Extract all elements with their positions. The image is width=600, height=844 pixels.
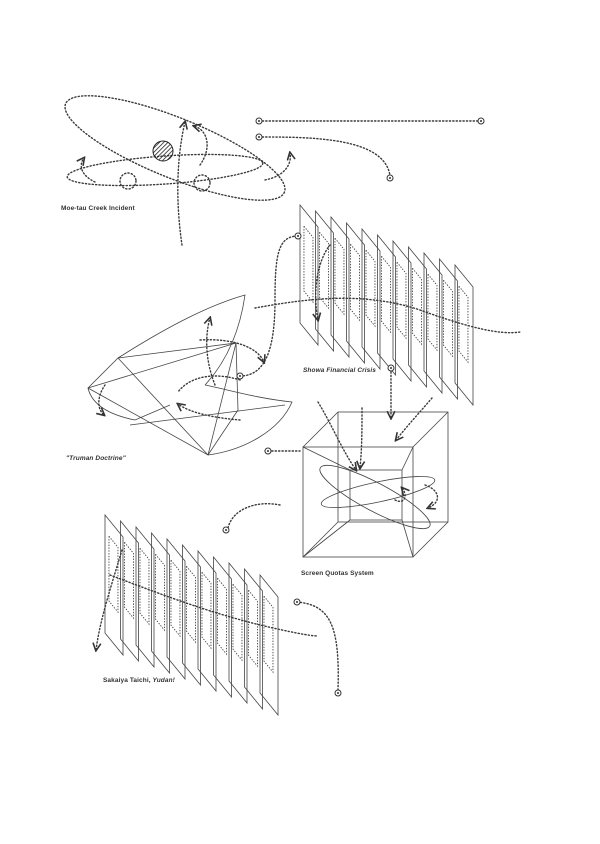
sakaiya-panel-5 bbox=[166, 537, 186, 681]
cube-arrow-4 bbox=[424, 484, 439, 508]
showa-panel-4 bbox=[346, 221, 365, 365]
sakaiya-panel-8 bbox=[213, 555, 232, 699]
showa-panel-inner-5 bbox=[365, 248, 376, 328]
connector-cube-down bbox=[227, 503, 281, 529]
label-sakaiya-work: Yudan! bbox=[152, 677, 175, 684]
planet-sphere bbox=[152, 140, 174, 162]
showa-panels-diagram bbox=[299, 203, 474, 407]
showa-connectors bbox=[239, 232, 521, 418]
orbit-arrow-inner bbox=[194, 126, 208, 166]
truman-diagonal-4 bbox=[129, 404, 286, 426]
showa-panel-7 bbox=[392, 239, 412, 383]
truman-arrow-left bbox=[99, 384, 105, 415]
showa-panel-6 bbox=[377, 233, 396, 377]
sakaiya-panels-diagram bbox=[104, 513, 279, 717]
moe-tau-orbit-diagram bbox=[64, 95, 295, 246]
showa-arrow-down bbox=[316, 244, 331, 320]
showa-panel-8 bbox=[408, 245, 427, 389]
cube-ellipse-1 bbox=[319, 464, 431, 530]
cube-front-face bbox=[302, 446, 414, 558]
sakaiya-panel-3 bbox=[135, 525, 155, 669]
top-connectors bbox=[255, 117, 485, 182]
sakaiya-panel-4 bbox=[151, 531, 170, 675]
showa-panel-inner-2 bbox=[319, 230, 329, 310]
showa-panel-9 bbox=[423, 251, 443, 395]
orbit-vertical-arc bbox=[177, 122, 185, 246]
screen-quotas-cube-diagram bbox=[222, 397, 449, 558]
truman-arrow-up bbox=[207, 318, 216, 386]
truman-diagonal-2 bbox=[87, 342, 237, 389]
sakaiya-wave-line bbox=[109, 574, 319, 637]
truman-wing-top bbox=[117, 294, 246, 386]
sakaiya-panel-inner-8 bbox=[217, 576, 227, 656]
sakaiya-panel-inner-2 bbox=[124, 540, 134, 620]
label-truman: "Truman Doctrine" bbox=[66, 455, 126, 462]
label-screen-quotas: Screen Quotas System bbox=[301, 570, 374, 577]
small-ring-right bbox=[193, 174, 211, 192]
truman-inner-arc bbox=[177, 375, 241, 393]
showa-panel-inner-3 bbox=[334, 236, 345, 316]
showa-panel-inner-1 bbox=[303, 224, 314, 304]
showa-panel-inner-4 bbox=[350, 242, 360, 322]
cube-arrow-5 bbox=[394, 488, 405, 502]
connector-showa-left bbox=[239, 235, 299, 377]
showa-panel-1 bbox=[299, 203, 319, 347]
sakaiya-panel-inner-6 bbox=[186, 564, 196, 644]
sakaiya-panel-inner-3 bbox=[139, 546, 150, 626]
showa-panel-5 bbox=[361, 227, 381, 371]
truman-wing-left bbox=[87, 387, 171, 421]
cube-arrow-1 bbox=[317, 401, 356, 470]
label-showa: Showa Financial Crisis bbox=[303, 367, 376, 374]
sakaiya-panel-inner-11 bbox=[263, 594, 274, 674]
cube-arrow-2 bbox=[360, 407, 362, 468]
showa-panel-inner-10 bbox=[443, 278, 453, 358]
sakaiya-panel-1 bbox=[104, 513, 124, 657]
truman-arrow-inner bbox=[178, 404, 241, 421]
sakaiya-panel-inner-10 bbox=[248, 588, 258, 668]
sakaiya-panel-2 bbox=[120, 519, 139, 663]
sakaiya-connectors bbox=[96, 549, 342, 697]
showa-panel-11 bbox=[454, 263, 474, 407]
showa-panel-10 bbox=[439, 257, 458, 401]
truman-diagonal-3 bbox=[207, 342, 237, 456]
sakaiya-panel-inner-4 bbox=[155, 552, 165, 632]
orbit-ellipse-large bbox=[64, 95, 286, 201]
showa-panel-inner-11 bbox=[458, 284, 469, 364]
truman-planes-diagram bbox=[87, 294, 293, 456]
label-sakaiya-name: Sakaiya Taichi, bbox=[103, 677, 153, 684]
showa-panel-inner-9 bbox=[427, 272, 438, 352]
sakaiya-panel-6 bbox=[182, 543, 201, 687]
label-moe-tau: Moe-tau Creek Incident bbox=[61, 205, 135, 212]
sakaiya-panel-inner-7 bbox=[201, 570, 212, 650]
orbit-arrow-left bbox=[81, 158, 96, 183]
sakaiya-panel-inner-9 bbox=[232, 582, 243, 662]
truman-wing-right bbox=[204, 384, 293, 456]
sakaiya-panel-10 bbox=[244, 567, 263, 711]
cube-inner-box bbox=[349, 469, 403, 521]
showa-wave-line bbox=[254, 297, 521, 334]
connector-curve-top bbox=[258, 136, 391, 177]
truman-diagonal-1 bbox=[117, 357, 209, 456]
truman-plane-main bbox=[87, 342, 239, 456]
connector-sakaiya-right bbox=[296, 601, 339, 691]
showa-panel-inner-7 bbox=[396, 260, 407, 340]
orbit-arrow-right bbox=[264, 153, 290, 181]
sakaiya-panel-inner-5 bbox=[170, 558, 181, 638]
sakaiya-arrow-down bbox=[96, 549, 123, 650]
showa-panel-inner-8 bbox=[412, 266, 422, 346]
showa-panel-3 bbox=[330, 215, 350, 359]
small-ring-left bbox=[119, 172, 137, 190]
sakaiya-panel-inner-1 bbox=[108, 534, 119, 614]
sakaiya-panel-9 bbox=[228, 561, 248, 705]
sakaiya-panel-11 bbox=[259, 573, 279, 717]
cube-ellipse-2 bbox=[320, 476, 436, 508]
showa-panel-inner-6 bbox=[381, 254, 391, 334]
label-sakaiya: Sakaiya Taichi, Yudan! bbox=[103, 677, 175, 684]
cube-arrow-3 bbox=[396, 397, 433, 440]
sakaiya-panel-7 bbox=[197, 549, 217, 693]
